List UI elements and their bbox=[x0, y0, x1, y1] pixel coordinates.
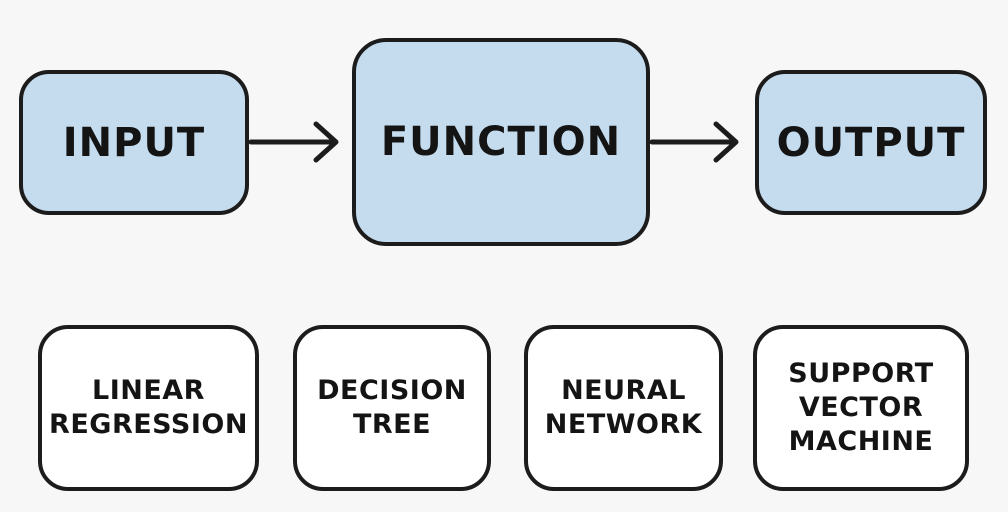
model-label: LINEAR REGRESSION bbox=[49, 375, 248, 440]
output-box: OUTPUT bbox=[755, 70, 987, 215]
model-box-decision-tree: DECISION TREE bbox=[293, 325, 491, 491]
model-label: SUPPORT VECTOR MACHINE bbox=[788, 358, 934, 457]
output-label: OUTPUT bbox=[776, 119, 966, 166]
model-box-neural-network: NEURAL NETWORK bbox=[524, 325, 723, 491]
arrow-function-to-output bbox=[649, 121, 739, 163]
arrow-input-to-function bbox=[248, 121, 339, 163]
model-label: NEURAL NETWORK bbox=[544, 375, 703, 440]
function-label: FUNCTION bbox=[380, 119, 622, 165]
model-label: DECISION TREE bbox=[317, 375, 467, 440]
input-box: INPUT bbox=[19, 70, 249, 215]
input-label: INPUT bbox=[62, 119, 206, 166]
function-box: FUNCTION bbox=[352, 38, 650, 246]
model-box-linear-regression: LINEAR REGRESSION bbox=[38, 325, 259, 491]
model-box-support-vector-machine: SUPPORT VECTOR MACHINE bbox=[753, 325, 969, 491]
